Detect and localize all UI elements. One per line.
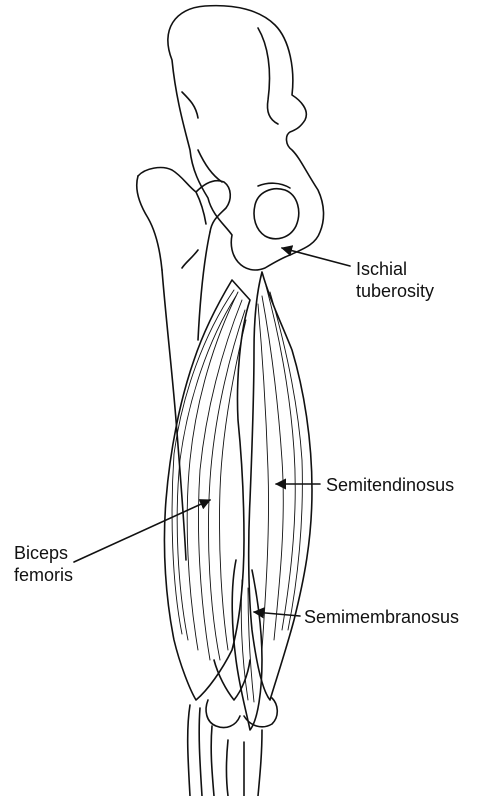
biceps-fibers (172, 290, 246, 660)
ischial-tuberosity-label-line-1: Ischial (356, 258, 434, 280)
biceps-femoris-outline (164, 280, 250, 700)
semimembranosus-label: Semimembranosus (304, 606, 459, 628)
femur-neck (196, 192, 206, 224)
lesser-trochanter (182, 250, 198, 268)
ischial-tuberosity-label: Ischial tuberosity (356, 258, 434, 302)
ischial-tuberosity-leader (282, 248, 350, 266)
tibia-right-edge (258, 730, 262, 796)
tibia-left-edge (211, 726, 214, 796)
obturator-foramen (254, 189, 299, 239)
semitendinosus-fibers (258, 286, 302, 650)
fibula-2 (199, 708, 202, 796)
semimembranosus-outline (232, 560, 262, 730)
greater-trochanter (137, 176, 162, 270)
biceps-femoris-label: Biceps femoris (14, 542, 73, 586)
ilium-detail-2 (182, 92, 198, 118)
sacral-detail (198, 150, 222, 182)
biceps-femoris-leader (74, 500, 210, 562)
ilium-outline (168, 6, 324, 270)
ischial-tuberosity-label-line-2: tuberosity (356, 280, 434, 302)
ischial-ridge (258, 183, 290, 188)
condyle-left (206, 700, 240, 728)
semitendinosus-label: Semitendinosus (326, 474, 454, 496)
ilium-detail (258, 28, 278, 124)
popliteal-region (214, 660, 250, 700)
condyle-right (244, 698, 277, 727)
tendon-left (227, 740, 229, 796)
biceps-femoris-label-line-2: femoris (14, 564, 73, 586)
biceps-femoris-label-line-1: Biceps (14, 542, 73, 564)
fibula (188, 705, 190, 796)
